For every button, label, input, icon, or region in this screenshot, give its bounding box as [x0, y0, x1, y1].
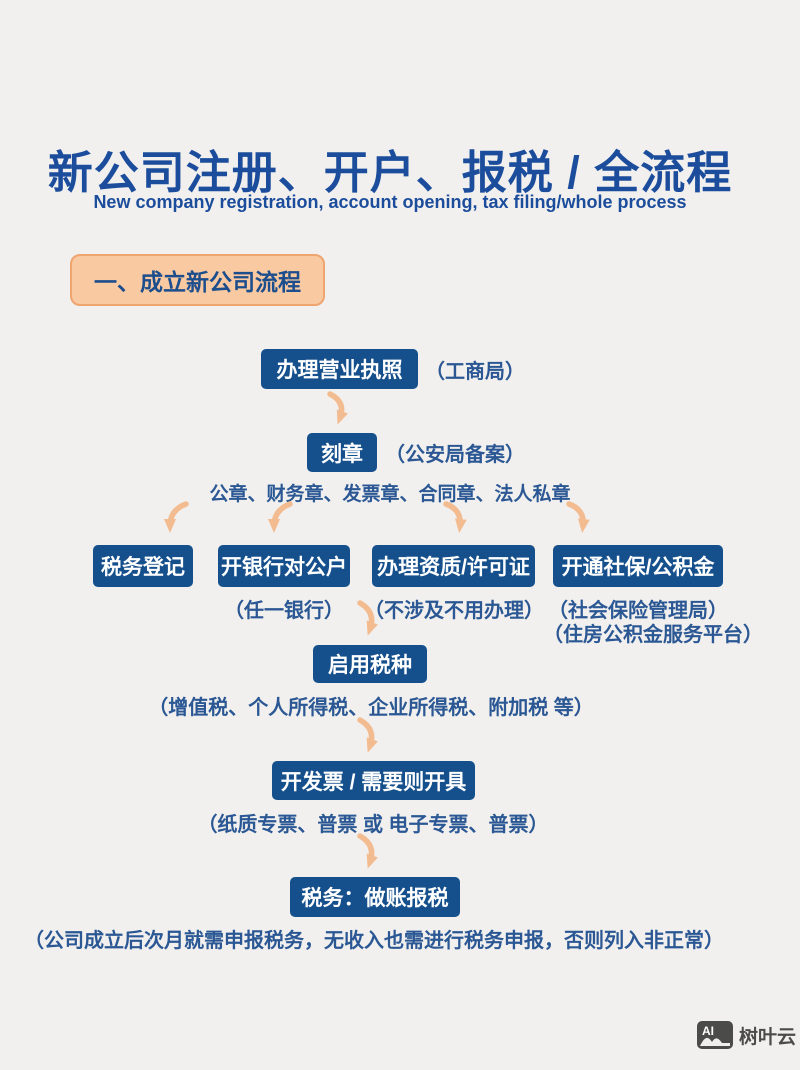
arrow-down-right-icon	[566, 501, 590, 533]
arrow-down-right-icon	[443, 501, 467, 533]
note-seal-carving: （公安局备案）	[385, 444, 525, 466]
note-housing-fund-platform: （住房公积金服务平台）	[543, 624, 763, 646]
note-any-bank: （任一银行）	[224, 600, 344, 622]
node-enable-tax-types: 启用税种	[313, 645, 427, 683]
watermark: AI 树叶云	[696, 1020, 796, 1050]
arrow-down-icon	[357, 600, 378, 636]
arrow-down-icon	[357, 717, 378, 753]
arrow-down-icon	[357, 833, 378, 869]
seal-types-text: 公章、财务章、发票章、合同章、法人私章	[209, 484, 571, 505]
node-tax-filing: 税务：做账报税	[290, 877, 460, 917]
ai-image-icon: AI	[697, 1021, 733, 1049]
node-seal-carving: 刻章	[307, 433, 377, 472]
page-subtitle: New company registration, account openin…	[93, 192, 687, 212]
section-badge: 一、成立新公司流程	[70, 254, 325, 306]
note-tax-types: （增值税、个人所得税、企业所得税、附加税 等）	[148, 697, 594, 719]
note-invoice-types: （纸质专票、普票 或 电子专票、普票）	[197, 814, 549, 836]
page-title: 新公司注册、开户、报税 / 全流程	[47, 147, 733, 198]
node-qualifications-license: 办理资质/许可证	[372, 545, 535, 587]
node-social-insurance-fund: 开通社保/公积金	[553, 545, 723, 587]
arrow-down-icon	[327, 391, 349, 425]
watermark-brand: 树叶云	[739, 1026, 797, 1048]
note-social-insurance-bureau: （社会保险管理局）	[548, 600, 728, 622]
node-open-bank-account: 开银行对公户	[218, 545, 350, 587]
svg-text:AI: AI	[702, 1024, 714, 1038]
node-business-license: 办理营业执照	[261, 349, 418, 389]
arrow-down-left-icon	[164, 501, 189, 533]
arrow-down-left-icon	[268, 501, 293, 533]
note-tax-filing-warning: （公司成立后次月就需申报税务，无收入也需进行税务申报，否则列入非正常）	[24, 930, 724, 952]
note-not-involved: （不涉及不用办理）	[364, 600, 544, 622]
node-tax-registration: 税务登记	[93, 545, 193, 587]
note-business-license: （工商局）	[425, 360, 525, 383]
node-invoicing: 开发票 / 需要则开具	[272, 761, 475, 800]
